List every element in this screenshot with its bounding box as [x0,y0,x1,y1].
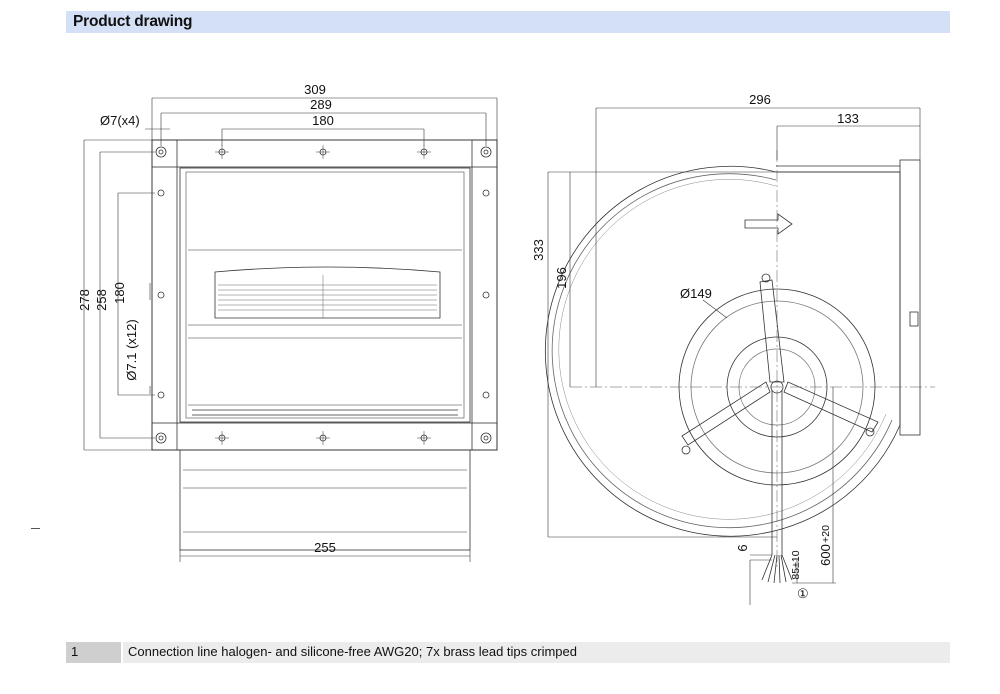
dim-lead-tips: 85±10 [790,550,802,579]
front-top-rail [151,139,498,168]
legend-number-cell: 1 [66,642,121,663]
front-housing-bottom [179,449,471,551]
front-left-rail [151,139,178,451]
dim-cable-offset: 6 [735,544,750,551]
front-view: 309 289 180 Ø7(x4) 278 258 180 Ø7.1 (x12… [77,82,498,562]
front-right-rail [471,139,498,451]
dim-cable-length: 600 [818,544,833,566]
dim-bottom-width: 255 [314,540,336,555]
dim-width-inner: 180 [312,113,334,128]
front-corner-holes [155,146,492,444]
dim-hub: Ø149 [680,286,712,301]
scroll-housing [544,165,901,537]
dim-cable-length-tolerance: +20 [820,525,832,543]
dim-axis: 196 [554,267,569,289]
front-rail-holes [157,145,490,445]
front-opening [179,167,471,423]
dim-length: 296 [749,92,771,107]
side-view: 296 133 333 196 Ø149 6 85±10 600 +20 ① [531,92,935,605]
callout-1: ① [797,586,809,601]
flow-arrow-icon [744,213,793,235]
dim-side-holes: Ø7.1 (x12) [124,319,139,380]
front-dimension-bottom [179,550,471,562]
dim-height: 333 [531,239,546,261]
scroll-housing-inner [551,173,893,529]
dim-width-holes: 289 [310,97,332,112]
dim-corner-hole: Ø7(x4) [100,113,140,128]
legend-number: 1 [71,644,79,659]
front-dimensions-top [145,97,498,146]
front-bottom-rail [151,422,498,451]
outlet-flange [899,159,921,436]
front-impeller [214,266,441,319]
legend-text: Connection line halogen- and silicone-fr… [128,644,577,659]
side-dimensions-top [595,107,921,387]
section-title: Product drawing [73,13,193,30]
side-dimensions-left [547,171,777,538]
side-dimensions-bottom [749,387,836,605]
legend-text-cell: Connection line halogen- and silicone-fr… [123,642,950,663]
front-opening-inner [185,171,465,419]
dim-width-total: 309 [304,82,326,97]
dim-height-total: 278 [77,289,92,311]
dim-height-inner: 180 [112,282,127,304]
dim-outlet: 133 [837,111,859,126]
spider-arms [681,273,879,455]
margin-mark [31,528,40,529]
connection-cable [761,390,793,584]
legend-row: 1 Connection line halogen- and silicone-… [66,642,950,663]
section-header: Product drawing [66,11,950,33]
front-dimensions-left [83,139,155,451]
dim-height-holes: 258 [94,289,109,311]
